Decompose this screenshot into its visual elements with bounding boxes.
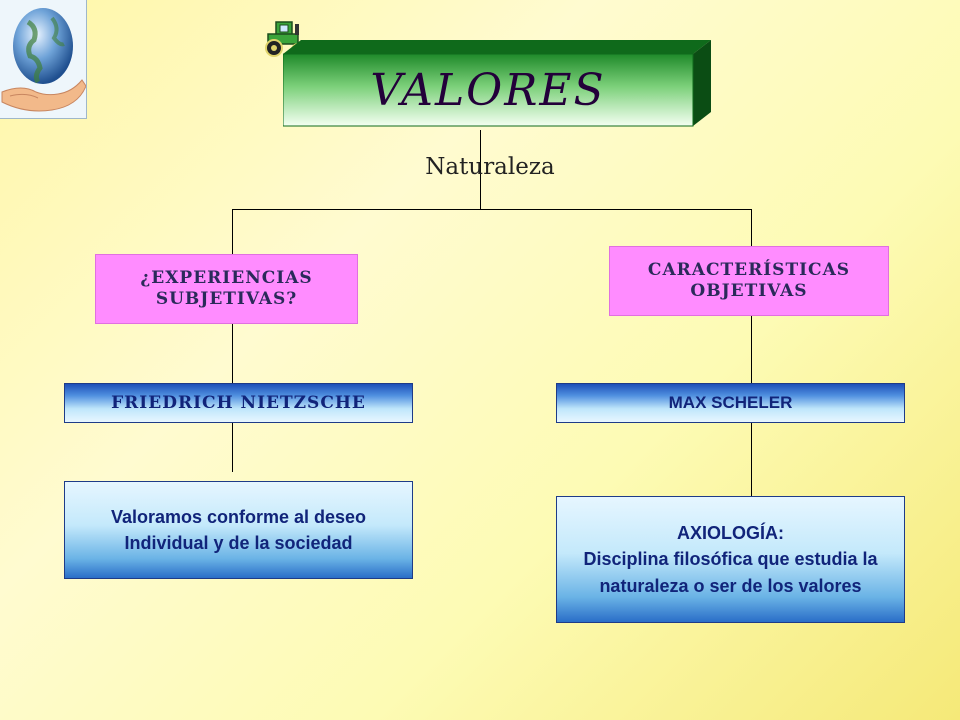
connector-vertical-top xyxy=(480,130,481,210)
description-right-box: AXIOLOGÍA: Disciplina filosófica que est… xyxy=(556,496,905,623)
heading-right-label: CARACTERÍSTICAS OBJETIVAS xyxy=(647,259,851,301)
subtitle-naturaleza: Naturaleza xyxy=(425,154,555,180)
heading-experiencias-subjetivas: ¿EXPERIENCIAS SUBJETIVAS? xyxy=(95,254,358,324)
page-title: VALORES xyxy=(370,64,606,116)
description-right-text: Disciplina filosófica que estudia la nat… xyxy=(583,549,878,596)
description-left-text: Valoramos conforme al deseo Individual y… xyxy=(110,506,367,553)
connector-horizontal xyxy=(232,209,752,210)
connector-right xyxy=(751,209,752,497)
connector-left xyxy=(232,209,233,472)
heading-caracteristicas-objetivas: CARACTERÍSTICAS OBJETIVAS xyxy=(609,246,889,316)
globe-in-hand-icon xyxy=(0,0,87,119)
heading-left-label: ¿EXPERIENCIAS SUBJETIVAS? xyxy=(140,267,313,309)
author-scheler-bar: MAX SCHELER xyxy=(556,383,905,423)
author-nietzsche-bar: FRIEDRICH NIETZSCHE xyxy=(64,383,413,423)
description-left-box: Valoramos conforme al deseo Individual y… xyxy=(64,481,413,579)
author-scheler-label: MAX SCHELER xyxy=(668,393,793,412)
description-right-title: AXIOLOGÍA: xyxy=(677,523,784,544)
author-nietzsche-label: FRIEDRICH NIETZSCHE xyxy=(111,393,366,413)
title-box: VALORES xyxy=(283,40,713,130)
